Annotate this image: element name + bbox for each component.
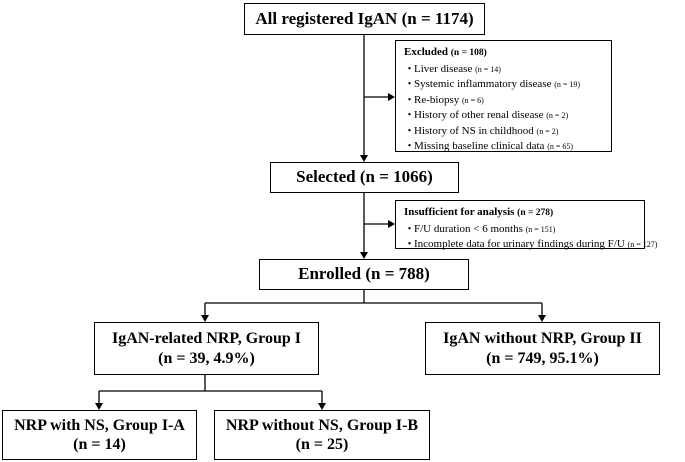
arrow-to-selected xyxy=(360,155,368,162)
excluded-item: ・History of other renal disease (n = 2) xyxy=(404,109,569,121)
group-2-count: (n = 749, 95.1%) xyxy=(486,349,599,367)
excluded-title: Excluded (n = 108) xyxy=(404,46,487,58)
group-1b-title: NRP without NS, Group I-B xyxy=(225,416,419,434)
all-registered-box: All registered IgAN (n = 1174) xyxy=(244,3,485,35)
arrow-to-group-2 xyxy=(538,315,546,322)
arrow-to-group-1a xyxy=(95,403,103,410)
group-1-count: (n = 39, 4.9%) xyxy=(158,349,255,367)
arrow-to-group-1b xyxy=(318,403,326,410)
group-1b-box: NRP without NS, Group I-B (n = 25) xyxy=(214,410,430,460)
selected-label: Selected (n = 1066) xyxy=(296,167,433,187)
group-1-box: IgAN-related NRP, Group I (n = 39, 4.9%) xyxy=(94,322,319,375)
group-1b-count: (n = 25) xyxy=(295,436,349,453)
group-1-title: IgAN-related NRP, Group I xyxy=(111,330,302,348)
enrolled-label: Enrolled (n = 788) xyxy=(298,264,430,284)
excluded-box: Excluded (n = 108) ・Liver disease (n = 1… xyxy=(395,40,612,152)
excluded-item: ・Systemic inflammatory disease (n = 19) xyxy=(404,78,581,90)
arrow-to-enrolled xyxy=(360,252,368,259)
insufficient-item: ・F/U duration < 6 months (n = 151) xyxy=(404,222,556,235)
group-2-title: IgAN without NRP, Group II xyxy=(443,330,642,348)
selected-box: Selected (n = 1066) xyxy=(270,162,459,193)
group-1a-title: NRP with NS, Group I-A xyxy=(14,416,185,434)
excluded-item: ・Missing baseline clinical data (n = 65) xyxy=(404,140,574,152)
enrolled-box: Enrolled (n = 788) xyxy=(259,259,469,290)
arrow-to-excluded xyxy=(388,93,395,101)
group-2-box: IgAN without NRP, Group II (n = 749, 95.… xyxy=(425,322,660,375)
insufficient-box: Insufficient for analysis (n = 278) ・F/U… xyxy=(395,200,657,250)
group-1a-box: NRP with NS, Group I-A (n = 14) xyxy=(2,410,197,460)
excluded-item: ・Liver disease (n = 14) xyxy=(404,62,501,75)
group-1a-count: (n = 14) xyxy=(73,436,126,453)
arrow-to-insufficient xyxy=(388,220,395,228)
all-registered-label: All registered IgAN (n = 1174) xyxy=(255,8,474,28)
arrow-to-group-1 xyxy=(201,315,209,322)
excluded-item: ・History of NS in childhood (n = 2) xyxy=(404,124,559,137)
excluded-item: ・Re-biopsy (n = 6) xyxy=(404,93,484,106)
insufficient-item: ・Incomplete data for urinary findings du… xyxy=(404,238,658,250)
insufficient-title: Insufficient for analysis (n = 278) xyxy=(404,206,554,218)
